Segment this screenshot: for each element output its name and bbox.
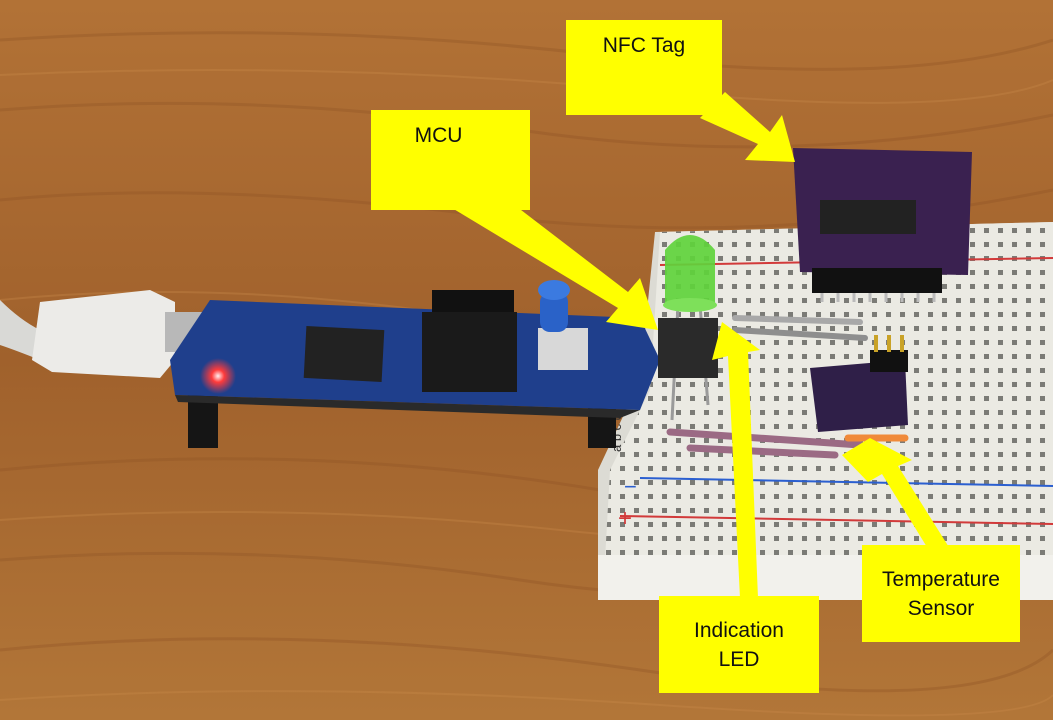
mcu-arrow <box>452 180 658 330</box>
nfc-tag-text: NFC Tag <box>602 34 686 57</box>
mcu-board <box>170 280 660 448</box>
mcu-text: MCU <box>414 123 463 147</box>
jumper-wires <box>666 315 909 459</box>
mcu-label: MCU <box>371 110 530 210</box>
indication-led <box>658 235 718 421</box>
temperature-sensor-arrow <box>842 438 962 578</box>
callout-arrows <box>452 92 962 598</box>
svg-text:+: + <box>618 505 632 532</box>
nfc-tag-label: NFC Tag <box>566 20 722 115</box>
temperature-sensor-label: Temperature Sensor <box>862 545 1020 642</box>
indication-led-text: Indication LED <box>694 618 784 671</box>
indication-led-arrow <box>712 322 760 598</box>
temperature-sensor-text: Temperature Sensor <box>882 567 1000 620</box>
nfc-tag-arrow <box>700 92 795 162</box>
indication-led-label: Indication LED <box>659 596 819 693</box>
nfc-tag-board <box>793 148 972 302</box>
svg-text:−: − <box>624 474 637 499</box>
temperature-sensor-board <box>810 335 908 432</box>
